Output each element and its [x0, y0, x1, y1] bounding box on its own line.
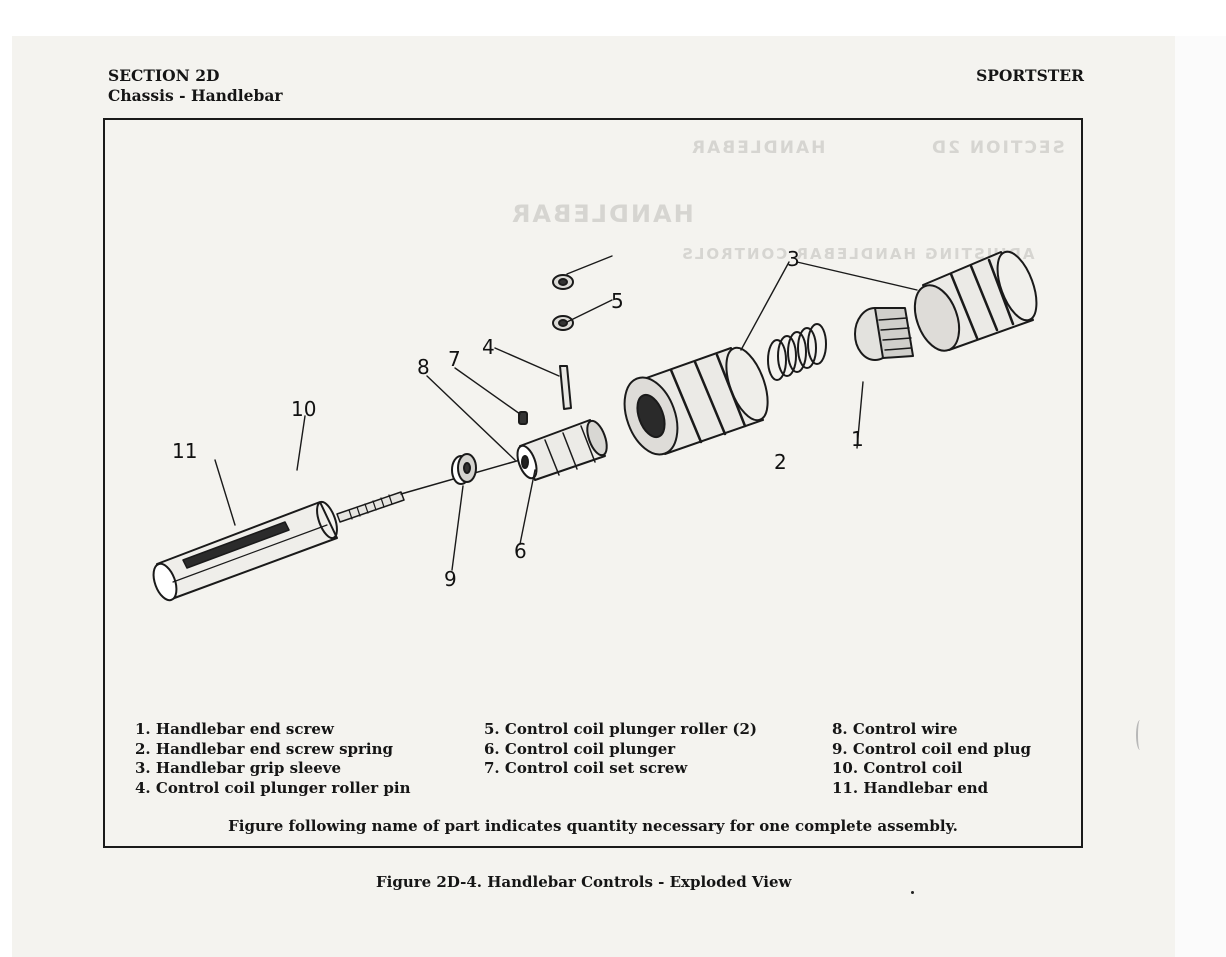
- plunger-rollers-part: [552, 274, 574, 331]
- control-coil-part: [336, 459, 521, 523]
- end-screw-part: [854, 307, 914, 361]
- callout-3: 3: [787, 247, 800, 271]
- page-paper: [12, 36, 1175, 957]
- callout-9: 9: [444, 567, 457, 591]
- legend-item: 11. Handlebar end: [832, 778, 989, 797]
- callout-4: 4: [482, 335, 495, 359]
- callout-1: 1: [851, 427, 864, 451]
- quantity-note: Figure following name of part indicates …: [228, 817, 958, 835]
- legend-item: 9. Control coil end plug: [832, 739, 1032, 758]
- parts-legend-col-3: 8. Control wire 9. Control coil end plug…: [832, 720, 1031, 798]
- legend-item: 3. Handlebar grip sleeve: [135, 759, 342, 777]
- section-title: SECTION 2D: [108, 66, 220, 85]
- handlebar-end-part: [152, 500, 338, 602]
- legend-item: 7. Control coil set screw: [484, 759, 688, 777]
- grip-sleeve-left-part: [623, 346, 769, 456]
- callout-11: 11: [172, 439, 197, 463]
- exploded-view-diagram: 1 2 3 4 5 6 7 8 9 10 11: [152, 247, 1038, 602]
- section-header: SECTION 2D Chassis - Handlebar: [108, 66, 283, 106]
- figure-caption: Figure 2D-4. Handlebar Controls - Explod…: [376, 873, 792, 891]
- roller-pin-part: [559, 365, 572, 410]
- callout-2: 2: [774, 450, 787, 474]
- legend-item: 6. Control coil plunger: [484, 739, 676, 758]
- parts-legend-col-1: 1. Handlebar end screw 2. Handlebar end …: [135, 720, 411, 798]
- callout-5: 5: [611, 289, 624, 313]
- page-edge: [1175, 36, 1226, 957]
- legend-item: 1. Handlebar end screw: [135, 720, 334, 738]
- callout-8: 8: [417, 355, 430, 379]
- subsection-title: Chassis - Handlebar: [108, 86, 283, 105]
- callout-7: 7: [448, 347, 461, 371]
- set-screw-part: [518, 411, 528, 425]
- parts-legend-col-2: 5. Control coil plunger roller (2) 6. Co…: [484, 720, 757, 779]
- control-coil-end-plug-part: [451, 453, 477, 485]
- legend-item: 5. Control coil plunger roller (2): [484, 720, 758, 738]
- margin-mark: [1136, 720, 1144, 750]
- control-coil-plunger-part: [516, 419, 608, 481]
- figure-frame: 1 2 3 4 5 6 7 8 9 10 11 1. Handlebar end…: [103, 118, 1083, 848]
- grip-sleeve-right-part: [913, 250, 1038, 352]
- leader-lines: [214, 255, 918, 571]
- end-screw-spring-part: [767, 323, 827, 381]
- callout-6: 6: [514, 539, 527, 563]
- model-name: SPORTSTER: [976, 66, 1084, 85]
- legend-item: 8. Control wire: [832, 720, 958, 738]
- legend-item: 10. Control coil: [832, 759, 963, 777]
- callout-10: 10: [291, 397, 316, 421]
- print-speck: [911, 891, 914, 894]
- legend-item: 2. Handlebar end screw spring: [135, 739, 394, 758]
- legend-item: 4. Control coil plunger roller pin: [135, 778, 411, 797]
